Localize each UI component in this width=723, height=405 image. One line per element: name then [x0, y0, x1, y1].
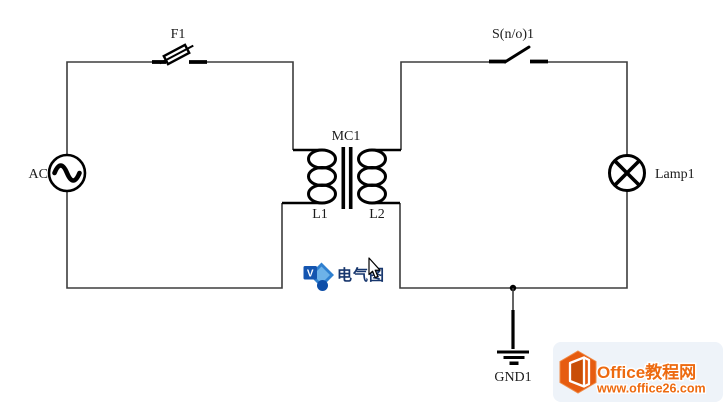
- lamp[interactable]: [608, 154, 646, 192]
- switch-blade-icon: [503, 45, 531, 64]
- transformer-label: MC1: [332, 129, 361, 144]
- switch-label: S(n/o)1: [492, 27, 534, 42]
- wire-left-loop: [66, 61, 294, 289]
- mouse-cursor: [368, 257, 381, 279]
- ground-label: GND1: [494, 370, 531, 385]
- fuse[interactable]: [152, 42, 207, 68]
- ac-source[interactable]: [47, 153, 87, 193]
- transformer-core: [341, 147, 353, 209]
- transformer-secondary-coil: [357, 148, 401, 205]
- watermark-title: Office教程网: [597, 362, 696, 382]
- fuse-icon: [159, 43, 194, 66]
- ac-sine-icon: [52, 163, 82, 183]
- svg-text:V: V: [307, 269, 314, 280]
- watermark: Office教程网 www.office26.com: [553, 342, 723, 402]
- lamp-label: Lamp1: [655, 167, 695, 182]
- visio-icon: V: [303, 262, 334, 291]
- coil-l2-label: L2: [369, 207, 385, 222]
- ground-icon: [497, 310, 529, 365]
- transformer[interactable]: [282, 147, 401, 209]
- lamp-cross-icon: [613, 159, 641, 187]
- switch[interactable]: [489, 45, 548, 64]
- ac-label: AC: [29, 167, 48, 182]
- wire-right-loop: [399, 61, 628, 289]
- watermark-url: www.office26.com: [596, 382, 706, 396]
- office-logo-icon: [559, 350, 597, 394]
- transformer-primary-coil: [282, 148, 337, 205]
- coil-l1-label: L1: [312, 207, 328, 222]
- ground[interactable]: [497, 288, 529, 365]
- fuse-label: F1: [171, 27, 186, 42]
